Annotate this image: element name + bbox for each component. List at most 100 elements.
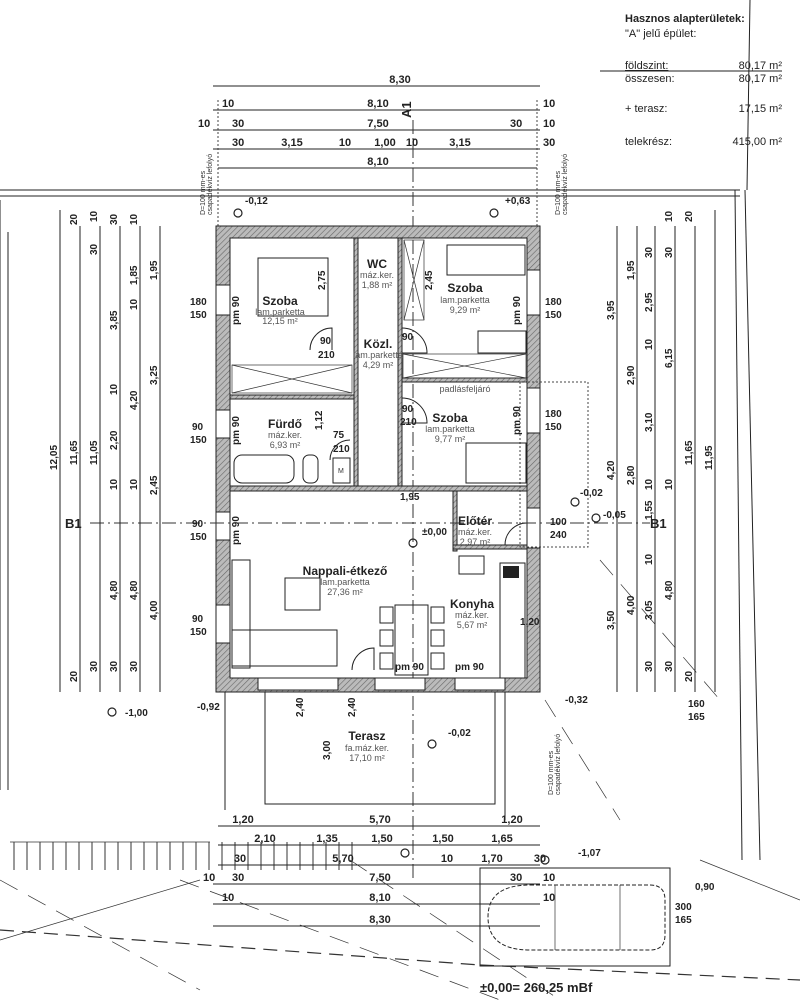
room-floor: lam.parketta [353, 350, 403, 360]
room-area: 9,77 m² [435, 434, 466, 444]
legend-value: 415,00 m² [732, 136, 782, 148]
dim: 1,00 [374, 137, 395, 149]
window-label: 165 [688, 712, 705, 723]
window-label: 150 [545, 310, 562, 321]
window-label: 180 [545, 297, 562, 308]
room-area: 12,15 m² [262, 316, 298, 326]
level: -0,92 [197, 702, 220, 713]
dim: 30 [129, 660, 140, 672]
level: -0,02 [580, 488, 603, 499]
m-label: M [338, 468, 344, 475]
dim: 30 [543, 137, 555, 149]
dim: 10 [129, 298, 140, 310]
window-label: 165 [675, 915, 692, 926]
room-name: Fürdő [268, 417, 302, 431]
dim: 10 [109, 478, 120, 490]
dim: 1,50 [371, 833, 392, 845]
drain-note: D=100 mm-es [548, 750, 555, 795]
dim: 10 [339, 137, 351, 149]
attic-access-label: padlásfeljáró [439, 384, 490, 394]
dim: 90 [320, 336, 332, 347]
car-parking [479, 867, 671, 967]
dim: 10 [644, 553, 655, 565]
dim: 7,50 [367, 118, 388, 130]
window-label: 100 [550, 517, 567, 528]
dim: 210 [333, 444, 350, 455]
dim: 20 [69, 670, 80, 682]
room-area: 9,29 m² [450, 305, 481, 315]
dim: 2,10 [254, 833, 275, 845]
legend-label: összesen: [625, 73, 675, 85]
dim: 8,10 [367, 98, 388, 110]
site-lines [0, 189, 800, 1000]
dim: 2,95 [644, 292, 655, 312]
window-label: pm 90 [512, 406, 523, 435]
window-label: 240 [550, 530, 567, 541]
room-floor: lam.parketta [440, 295, 490, 305]
dim: 2,45 [149, 475, 160, 495]
dim: 1,85 [129, 265, 140, 285]
dim: 30 [232, 118, 244, 130]
dim: 10 [664, 478, 675, 490]
window-label: 160 [688, 699, 705, 710]
room-name: Terasz [348, 729, 385, 743]
dim: 30 [109, 213, 120, 225]
level: ±0,00 [422, 527, 447, 538]
room-name: Előtér [458, 514, 492, 528]
dim: 10 [89, 210, 100, 222]
dim: 3,85 [109, 310, 120, 330]
dim: 1,95 [626, 260, 637, 280]
room-floor: lam.parketta [320, 577, 370, 587]
dim: 12,05 [49, 445, 60, 470]
dim: 10 [129, 478, 140, 490]
room-floor: lam.parketta [255, 307, 305, 317]
room-area: 6,93 m² [270, 440, 301, 450]
dim: 30 [89, 660, 100, 672]
building: M [90, 225, 650, 820]
dim: 30 [109, 660, 120, 672]
window-label: 150 [545, 422, 562, 433]
opening-labels: 90 210 90 90 210 75 210 1,95 1,20 pm 90 … [190, 270, 705, 926]
dim: 10 [543, 98, 555, 110]
dim: 1,20 [520, 617, 540, 628]
window-label: 150 [190, 627, 207, 638]
drain-note: csapadékvíz lefolyó [562, 154, 569, 215]
dim: 4,80 [129, 580, 140, 600]
dim: 1,70 [481, 853, 502, 865]
room-labels: Szoba lam.parketta 12,15 m² WC máz.ker. … [255, 257, 494, 763]
dim: 210 [400, 417, 417, 428]
room-area: 2,97 m² [460, 537, 491, 547]
window-label: 180 [545, 409, 562, 420]
dim: 2,75 [317, 270, 328, 290]
datum-label: ±0,00= 260,25 mBf [480, 980, 593, 995]
room-floor: máz.ker. [455, 610, 489, 620]
dim: 3,15 [281, 137, 302, 149]
dim: 10 [406, 137, 418, 149]
area-legend: Hasznos alapterületek: "A" jelű épület: … [600, 0, 782, 191]
dim: 4,80 [109, 580, 120, 600]
dim: 30 [510, 872, 522, 884]
dim: 2,90 [626, 365, 637, 385]
dim: 10 [222, 98, 234, 110]
window-label: pm 90 [395, 662, 424, 673]
dim: 11,95 [704, 445, 715, 470]
section-mark-b1-left: B1 [65, 516, 82, 531]
dim: 2,40 [347, 697, 358, 717]
window-label: 90 [192, 614, 204, 625]
dim: 10 [543, 872, 555, 884]
legend-title: Hasznos alapterületek: [625, 13, 745, 25]
room-floor: máz.ker. [268, 430, 302, 440]
dim: 3,95 [606, 300, 617, 320]
dim: 1,65 [491, 833, 512, 845]
dim: 1,55 [644, 500, 655, 520]
window-label: pm 90 [231, 516, 242, 545]
dim: 4,00 [626, 595, 637, 615]
room-area: 4,29 m² [363, 360, 394, 370]
dim: 2,40 [295, 697, 306, 717]
dim: 10 [543, 892, 555, 904]
dim: 10 [441, 853, 453, 865]
dim: 10 [644, 478, 655, 490]
dim: 4,20 [606, 460, 617, 480]
level: +0,63 [505, 196, 531, 207]
